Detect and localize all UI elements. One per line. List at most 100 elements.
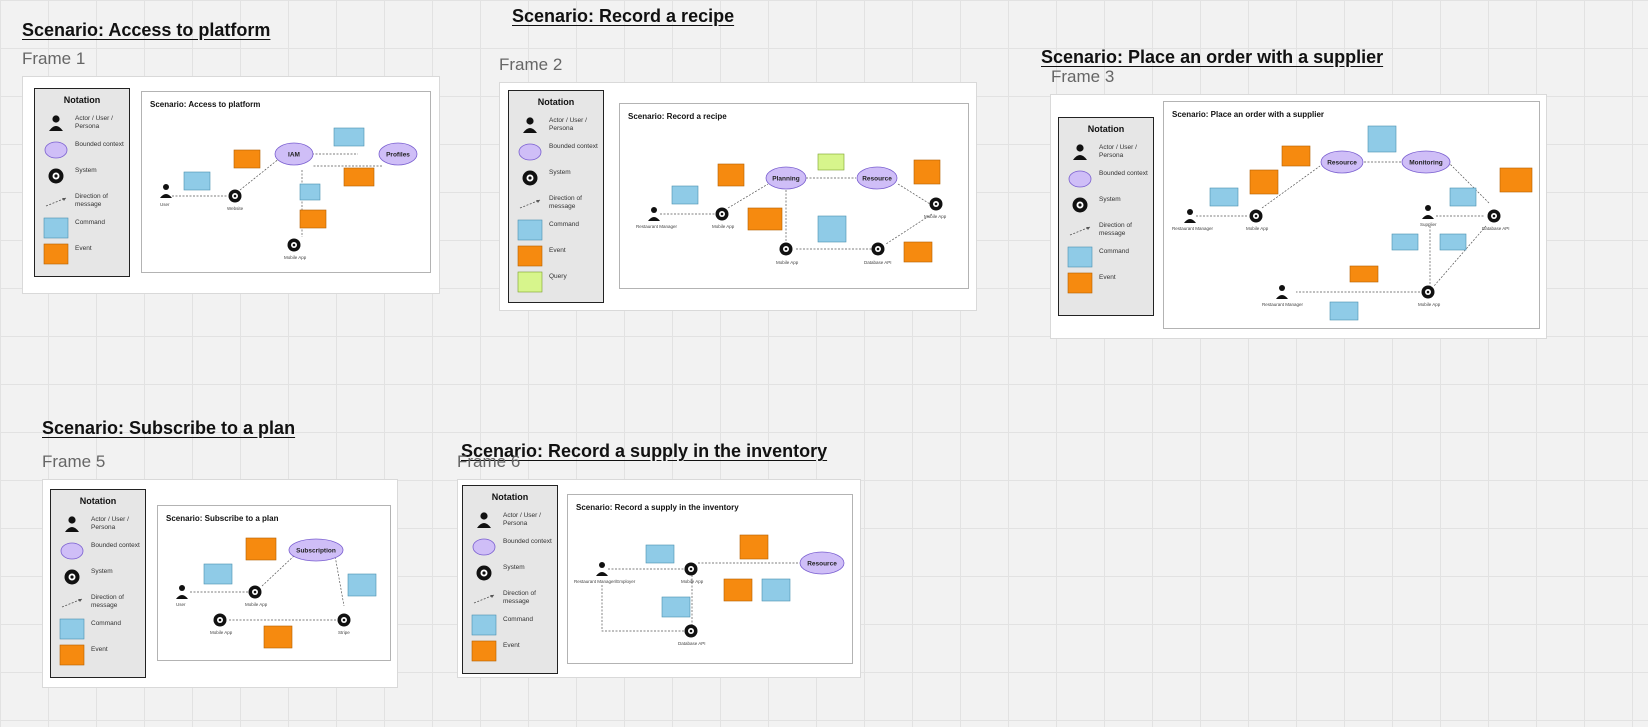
canvas-title: Scenario: Access to platform	[150, 100, 261, 109]
svg-text:Mobile App: Mobile App	[284, 255, 307, 260]
diagram-canvas[interactable]: Scenario: Access to platform User Websit…	[141, 91, 431, 273]
notation-label: Actor / User / Persona	[75, 115, 113, 130]
gear-icon	[471, 562, 497, 584]
dotted-arrow-icon	[59, 592, 85, 614]
event-sticky	[1249, 169, 1279, 195]
notation-row-direction: Direction of message	[1059, 220, 1153, 242]
command-sticky	[1439, 233, 1467, 251]
query-sticky	[817, 153, 845, 171]
notation-label: System	[91, 568, 113, 575]
notation-row-bounded-context: Bounded context	[35, 139, 129, 161]
command-sticky	[671, 185, 699, 205]
frame-6-label: Frame 6	[457, 452, 521, 471]
query-sticky-icon	[517, 271, 543, 293]
notation-row-command: Command	[509, 219, 603, 241]
bounded-context-cloud	[274, 142, 314, 166]
cloud-icon	[43, 139, 69, 161]
gear-icon	[287, 238, 301, 252]
flow-diagram: Restaurant Manager Mobile App Supplier D…	[1172, 125, 1533, 321]
actor-icon	[596, 562, 608, 576]
bounded-context-cloud	[799, 551, 845, 575]
event-sticky	[1349, 265, 1379, 283]
command-sticky	[1367, 125, 1397, 153]
bc-label: Planning	[772, 176, 799, 183]
bc-label: Resource	[1327, 160, 1357, 167]
command-sticky	[645, 544, 675, 564]
notation-row-bounded-context: Bounded context	[463, 536, 557, 558]
notation-label: Event	[91, 646, 108, 653]
notation-row-bounded-context: Bounded context	[509, 141, 603, 163]
notation-row-event: Event	[35, 243, 129, 265]
message-arrows	[660, 177, 933, 250]
notation-label: Command	[503, 616, 533, 623]
diagram-canvas[interactable]: Scenario: Place an order with a supplier…	[1163, 101, 1540, 329]
bounded-context-cloud	[378, 142, 418, 166]
notation-label: Event	[549, 247, 566, 254]
bc-label: IAM	[288, 152, 300, 159]
diagram-canvas[interactable]: Scenario: Subscribe to a plan User Mobil…	[157, 505, 391, 661]
notation-label: Direction of message	[75, 193, 108, 208]
command-sticky	[347, 573, 377, 597]
command-sticky-icon	[1067, 246, 1093, 268]
dotted-arrow-icon	[43, 191, 69, 213]
svg-text:Mobile App: Mobile App	[924, 214, 947, 219]
svg-text:Mobile App: Mobile App	[776, 260, 799, 265]
bc-label: Subscription	[296, 548, 336, 555]
frame-6-heading: Scenario: Record a supply in the invento…	[461, 441, 828, 461]
notation-row-command: Command	[51, 618, 145, 640]
command-sticky-icon	[43, 217, 69, 239]
notation-row-event: Event	[1059, 272, 1153, 294]
svg-text:Stripe: Stripe	[338, 630, 350, 635]
event-sticky	[913, 159, 941, 185]
notation-row-bounded-context: Bounded context	[51, 540, 145, 562]
gear-icon	[43, 165, 69, 187]
notation-row-system: System	[509, 167, 603, 189]
bounded-context-cloud	[765, 166, 807, 190]
actor-icon	[471, 510, 497, 532]
bc-label: Resource	[807, 561, 837, 568]
frame-2-label: Frame 2	[499, 55, 563, 74]
diagram-canvas[interactable]: Scenario: Record a supply in the invento…	[567, 494, 853, 664]
command-sticky	[333, 127, 365, 147]
svg-text:Mobile App: Mobile App	[712, 224, 735, 229]
event-sticky	[343, 167, 375, 187]
frame-2-heading: Scenario: Record a recipe	[512, 6, 735, 26]
notation-row-actor: Actor / User / Persona	[463, 510, 557, 532]
frame-1-label: Frame 1	[22, 49, 86, 68]
notation-label: Bounded context	[503, 538, 552, 545]
gear-icon	[1487, 209, 1501, 223]
flow-diagram: User Mobile App Mobile App Stripe Subscr…	[176, 537, 377, 649]
svg-text:User: User	[160, 202, 170, 207]
event-sticky	[299, 209, 327, 229]
message-arrows	[601, 562, 800, 632]
notation-label: Direction of message	[1099, 222, 1132, 237]
bounded-context-cloud	[856, 166, 898, 190]
actor-icon	[176, 585, 188, 599]
notation-row-actor: Actor / User / Persona	[509, 115, 603, 137]
gear-icon	[871, 242, 885, 256]
canvas-title: Scenario: Record a supply in the invento…	[576, 503, 739, 512]
gear-icon	[684, 624, 698, 638]
notation-row-query: Query	[509, 271, 603, 293]
notation-label: Event	[1099, 274, 1116, 281]
notation-label: System	[1099, 196, 1121, 203]
cloud-icon	[517, 141, 543, 163]
notation-title: Notation	[537, 97, 575, 107]
command-sticky-icon	[471, 614, 497, 636]
bc-label: Monitoring	[1409, 160, 1443, 167]
event-sticky	[1499, 167, 1533, 193]
command-sticky	[817, 215, 847, 243]
actor-icon	[1067, 142, 1093, 164]
event-sticky	[233, 149, 261, 169]
command-sticky-icon	[517, 219, 543, 241]
diagram-canvas[interactable]: Scenario: Record a recipe Restaurant Man…	[619, 103, 969, 289]
notation-label: Command	[75, 219, 105, 226]
notation-label: Command	[549, 221, 579, 228]
